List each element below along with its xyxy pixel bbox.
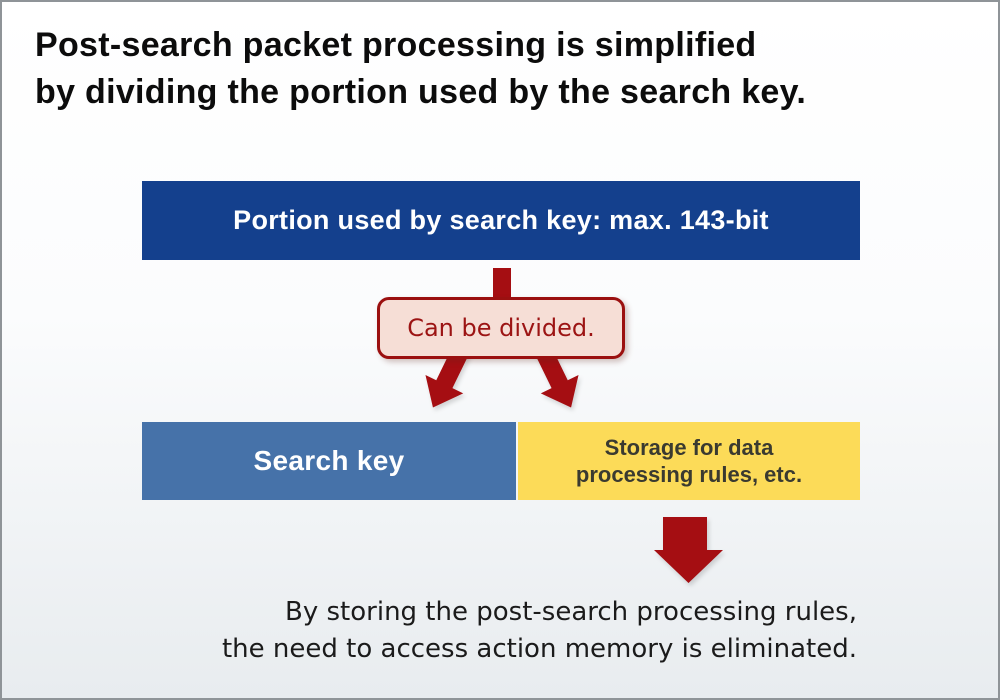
- can-be-divided-note: Can be divided.: [377, 297, 625, 359]
- connector-stem: [493, 268, 511, 302]
- search-key-portion-bar: Portion used by search key: max. 143-bit: [142, 181, 860, 260]
- page-title-line2: by dividing the portion used by the sear…: [35, 73, 807, 111]
- page-title-line1: Post-search packet processing is simplif…: [35, 26, 757, 64]
- search-key-portion-label: Portion used by search key: max. 143-bit: [233, 205, 769, 235]
- page-title: Post-search packet processing is simplif…: [35, 22, 806, 116]
- search-key-label: Search key: [253, 445, 405, 476]
- conclusion-line2: the need to access action memory is elim…: [221, 634, 857, 664]
- can-be-divided-label: Can be divided.: [407, 314, 595, 342]
- storage-label-line1: Storage for data: [604, 435, 774, 460]
- storage-box: Storage for data processing rules, etc.: [518, 422, 860, 500]
- conclusion-text: By storing the post-search processing ru…: [222, 594, 857, 668]
- storage-label-line2: processing rules, etc.: [575, 462, 803, 487]
- search-key-box: Search key: [142, 422, 516, 500]
- conclusion-line1: By storing the post-search processing ru…: [285, 597, 857, 627]
- down-arrow-icon: [654, 517, 723, 583]
